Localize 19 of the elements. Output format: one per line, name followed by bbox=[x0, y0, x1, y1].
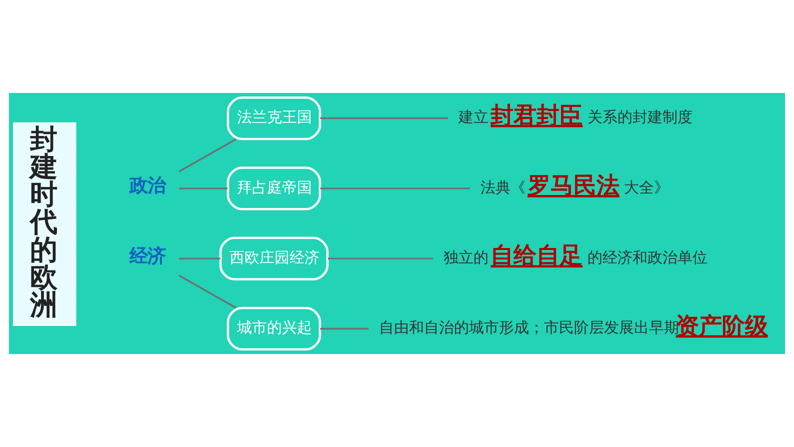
connector bbox=[320, 117, 448, 120]
connector bbox=[320, 188, 470, 190]
connector bbox=[320, 328, 369, 330]
node-text: 独立的自给自足 的经济和政治单位 bbox=[444, 243, 708, 270]
node-box: 城市的兴起 bbox=[226, 306, 322, 351]
node-text: 自由和自治的城市形成；市民阶层发展出早期资产阶级 bbox=[379, 313, 768, 340]
node-box: 拜占庭帝国 bbox=[226, 166, 322, 210]
node-box: 西欧庄园经济 bbox=[219, 236, 329, 280]
node-box: 封建时代的欧洲 bbox=[12, 122, 76, 326]
node-text: 建立封君封臣 关系的封建制度 bbox=[458, 102, 692, 129]
node-text: 法典《罗马民法 大全》 bbox=[480, 173, 670, 200]
connector bbox=[178, 138, 237, 172]
node-text: 经济 bbox=[130, 246, 166, 267]
connector bbox=[179, 258, 220, 260]
node-text: 政治 bbox=[130, 176, 166, 197]
node-box: 法兰克王国 bbox=[226, 96, 322, 140]
connector bbox=[179, 188, 228, 190]
connector bbox=[178, 274, 237, 309]
connector bbox=[328, 258, 433, 260]
